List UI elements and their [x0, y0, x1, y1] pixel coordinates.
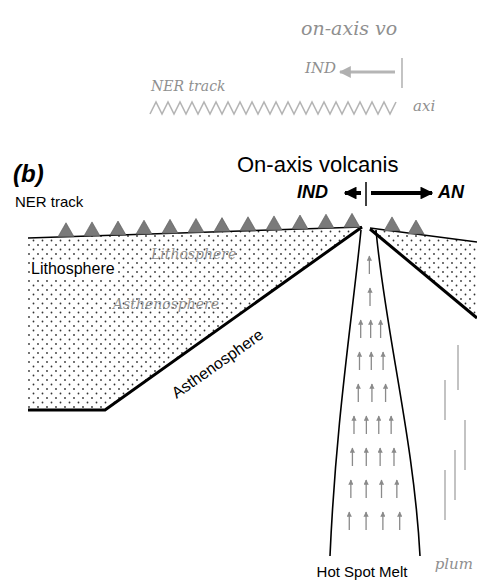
melt-arrow: [371, 352, 372, 370]
melt-arrow: [353, 416, 354, 434]
melt-arrow: [359, 352, 360, 370]
melt-arrows: [349, 256, 399, 530]
plume-wall: [330, 230, 361, 556]
sketch-note: IND: [304, 60, 337, 77]
melt-arrow: [382, 352, 383, 370]
ridge-axis: [365, 182, 367, 206]
volcano-triangle: [344, 213, 360, 227]
asthenosphere-boundary: [28, 227, 362, 410]
sketch-note: on-axis vo: [300, 18, 398, 40]
volcano-triangle: [384, 217, 400, 231]
melt-arrow: [380, 320, 381, 338]
melt-arrow: [390, 416, 391, 434]
volcano-triangle: [110, 221, 126, 235]
sketch-note: axi: [412, 98, 436, 115]
plume-wall: [376, 230, 420, 556]
melt-arrow: [385, 384, 386, 402]
sketch-note: Asthenosphere: [112, 296, 220, 312]
sketch-note: plum: [434, 556, 474, 573]
melt-arrow: [371, 384, 372, 402]
plate-name: IND: [296, 182, 329, 203]
melt-arrow: [396, 480, 397, 498]
melt-arrow: [365, 512, 366, 530]
volcano-triangle: [58, 223, 74, 237]
melt-arrow: [358, 384, 359, 402]
volcano-triangle: [292, 215, 308, 229]
layer-label: Lithosphere: [30, 260, 116, 278]
melt-arrow: [366, 480, 367, 498]
lithosphere-plate: [28, 227, 362, 410]
volcano-triangle: [240, 217, 256, 231]
melt-arrow: [379, 448, 380, 466]
melt-arrow: [399, 512, 400, 530]
volcano-triangle: [214, 218, 230, 232]
volcano-triangle: [84, 222, 100, 236]
panel-label: (b): [12, 160, 45, 188]
volcano-triangle: [408, 220, 424, 234]
volcano-triangle: [188, 218, 204, 232]
melt-arrow: [349, 512, 350, 530]
melt-arrow: [381, 480, 382, 498]
melt-arrow: [350, 480, 351, 498]
spreading-arrow: [371, 191, 432, 195]
melt-arrow: [369, 256, 370, 274]
melt-arrow: [393, 448, 394, 466]
sketch-note: NER track: [150, 78, 226, 94]
melt-arrow: [369, 288, 370, 306]
volcano-track: [58, 213, 424, 236]
spreading-arrow: [345, 191, 361, 195]
melt-arrow: [370, 320, 371, 338]
volcano-triangle: [162, 219, 178, 233]
volcano-triangle: [318, 214, 334, 228]
plate-name: AN: [437, 182, 465, 203]
plume-label: Hot Spot Melt: [316, 563, 409, 580]
melt-arrow: [360, 320, 361, 338]
sketch-note: Lithosphere: [150, 246, 237, 262]
melt-arrow: [366, 448, 367, 466]
melt-arrow: [352, 448, 353, 466]
track-label: NER track: [14, 193, 84, 210]
volcano-triangle: [266, 216, 282, 230]
melt-arrow: [382, 512, 383, 530]
melt-arrow: [366, 416, 367, 434]
volcano-triangle: [136, 220, 152, 234]
melt-arrow: [378, 416, 379, 434]
process-label: On-axis volcanis: [236, 152, 399, 177]
